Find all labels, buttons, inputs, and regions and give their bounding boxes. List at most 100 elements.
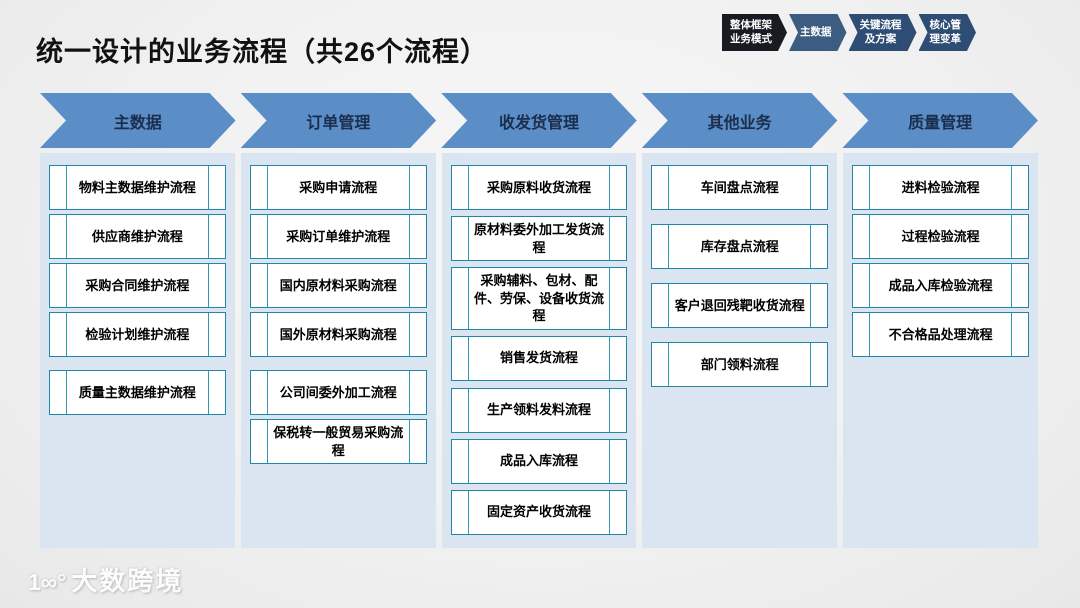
process-label: 车间盘点流程 xyxy=(700,179,779,195)
process-label: 采购申请流程 xyxy=(299,179,378,195)
box-left-cell xyxy=(50,166,67,209)
nav-badge-label: 及方案 xyxy=(864,32,897,45)
box-left-cell xyxy=(652,166,670,209)
box-right-cell xyxy=(408,420,426,464)
nav-badge-label: 业务模式 xyxy=(730,32,772,45)
process-box: 原材料委外加工发货流程 xyxy=(450,216,628,262)
box-right-cell xyxy=(207,371,225,414)
process-box: 客户退回残靶收货流程 xyxy=(651,283,829,328)
column-panel-2: 采购申请流程采购订单维护流程国内原材料采购流程国外原材料采购流程公司间委外加工流… xyxy=(240,153,436,548)
process-box: 国外原材料采购流程 xyxy=(249,312,427,357)
process-label: 物料主数据维护流程 xyxy=(78,179,196,195)
process-box: 采购原料收货流程 xyxy=(450,165,628,210)
process-box: 供应商维护流程 xyxy=(49,214,226,259)
process-label: 国内原材料采购流程 xyxy=(279,277,397,293)
process-label: 过程检验流程 xyxy=(901,228,980,244)
process-label: 采购辅料、包材、配件、劳保、设备收货流程 xyxy=(473,273,604,324)
process-label: 质量主数据维护流程 xyxy=(78,384,196,400)
process-label: 进料检验流程 xyxy=(901,179,980,195)
process-label: 采购订单维护流程 xyxy=(286,228,391,244)
process-label: 成品入库检验流程 xyxy=(888,277,993,293)
column-header-2: 订单管理 xyxy=(241,93,437,148)
process-label: 库存盘点流程 xyxy=(700,238,779,254)
column-header-label: 其他业务 xyxy=(707,114,772,132)
nav-badge-label: 关键流程 xyxy=(859,18,902,31)
box-right-cell xyxy=(609,217,626,261)
process-box: 进料检验流程 xyxy=(852,165,1029,210)
box-left-cell xyxy=(452,336,469,380)
box-right-cell xyxy=(207,313,225,356)
watermark: 1∞° 大数跨境 xyxy=(28,561,183,598)
process-label: 国外原材料采购流程 xyxy=(279,326,397,342)
box-right-cell xyxy=(207,264,225,307)
nav-badge-2[interactable]: 主数据 xyxy=(789,14,847,51)
watermark-text: 大数跨境 xyxy=(71,566,184,596)
nav-badge-label: 理变革 xyxy=(929,32,961,45)
box-right-cell xyxy=(609,166,626,209)
process-label: 原材料委外加工发货流程 xyxy=(473,222,604,255)
page-title: 统一设计的业务流程（共26个流程） xyxy=(36,37,489,67)
box-left-cell xyxy=(452,388,469,432)
box-left-cell xyxy=(853,264,871,307)
box-right-cell xyxy=(408,313,426,356)
nav-badge-4[interactable]: 核心管理变革 xyxy=(919,14,977,51)
box-left-cell xyxy=(652,225,670,268)
process-label: 生产领料发料流程 xyxy=(486,402,591,418)
column-headers-row: 主数据订单管理收发货管理其他业务质量管理 xyxy=(40,93,1038,148)
box-right-cell xyxy=(1010,166,1028,209)
nav-badge-label: 核心管 xyxy=(929,18,961,31)
nav-badge-1[interactable]: 整体框架业务模式 xyxy=(722,14,787,51)
nav-badge-label: 整体框架 xyxy=(730,18,772,31)
box-left-cell xyxy=(251,420,268,464)
box-left-cell xyxy=(251,371,268,414)
box-left-cell xyxy=(853,313,871,356)
process-box: 采购申请流程 xyxy=(249,165,427,210)
column-panel-1: 物料主数据维护流程供应商维护流程采购合同维护流程检验计划维护流程质量主数据维护流… xyxy=(40,153,235,548)
process-label: 采购原料收货流程 xyxy=(486,179,591,195)
box-right-cell xyxy=(609,388,626,432)
box-right-cell xyxy=(1010,215,1028,258)
process-label: 供应商维护流程 xyxy=(91,228,183,244)
box-left-cell xyxy=(251,215,268,258)
box-left-cell xyxy=(452,166,469,209)
process-label: 部门领料流程 xyxy=(700,356,779,372)
box-right-cell xyxy=(810,284,827,327)
box-right-cell xyxy=(1010,264,1028,307)
box-left-cell xyxy=(452,217,469,261)
process-box: 车间盘点流程 xyxy=(651,165,829,210)
process-box: 生产领料发料流程 xyxy=(450,387,628,433)
box-right-cell xyxy=(609,268,626,329)
box-left-cell xyxy=(50,371,67,414)
process-box: 成品入库检验流程 xyxy=(852,263,1029,308)
process-box: 成品入库流程 xyxy=(450,438,628,484)
process-box: 固定资产收货流程 xyxy=(450,489,628,535)
process-label: 公司间委外加工流程 xyxy=(279,384,397,400)
process-label: 检验计划维护流程 xyxy=(85,326,190,342)
process-box: 不合格品处理流程 xyxy=(852,312,1029,357)
column-header-label: 主数据 xyxy=(113,114,162,132)
box-right-cell xyxy=(408,166,426,209)
box-right-cell xyxy=(810,166,827,209)
nav-badge-3[interactable]: 关键流程及方案 xyxy=(849,14,917,51)
box-right-cell xyxy=(207,166,225,209)
box-right-cell xyxy=(408,371,426,414)
process-box: 物料主数据维护流程 xyxy=(49,165,226,210)
process-label: 销售发货流程 xyxy=(499,350,578,366)
column-header-3: 收发货管理 xyxy=(441,93,637,148)
box-left-cell xyxy=(452,490,469,534)
process-label: 固定资产收货流程 xyxy=(486,504,591,520)
process-label: 不合格品处理流程 xyxy=(888,326,993,342)
box-left-cell xyxy=(251,264,268,307)
process-box: 检验计划维护流程 xyxy=(49,312,226,357)
dashu-logo-icon: 1∞° xyxy=(28,569,67,595)
column-panel-5: 进料检验流程过程检验流程成品入库检验流程不合格品处理流程 xyxy=(843,153,1038,548)
box-right-cell xyxy=(609,336,626,380)
box-right-cell xyxy=(408,264,426,307)
process-label: 客户退回残靶收货流程 xyxy=(674,297,805,313)
process-box: 国内原材料采购流程 xyxy=(249,263,427,308)
box-right-cell xyxy=(1010,313,1028,356)
process-label: 采购合同维护流程 xyxy=(85,277,190,293)
column-header-label: 订单管理 xyxy=(306,114,371,132)
box-left-cell xyxy=(50,215,67,258)
